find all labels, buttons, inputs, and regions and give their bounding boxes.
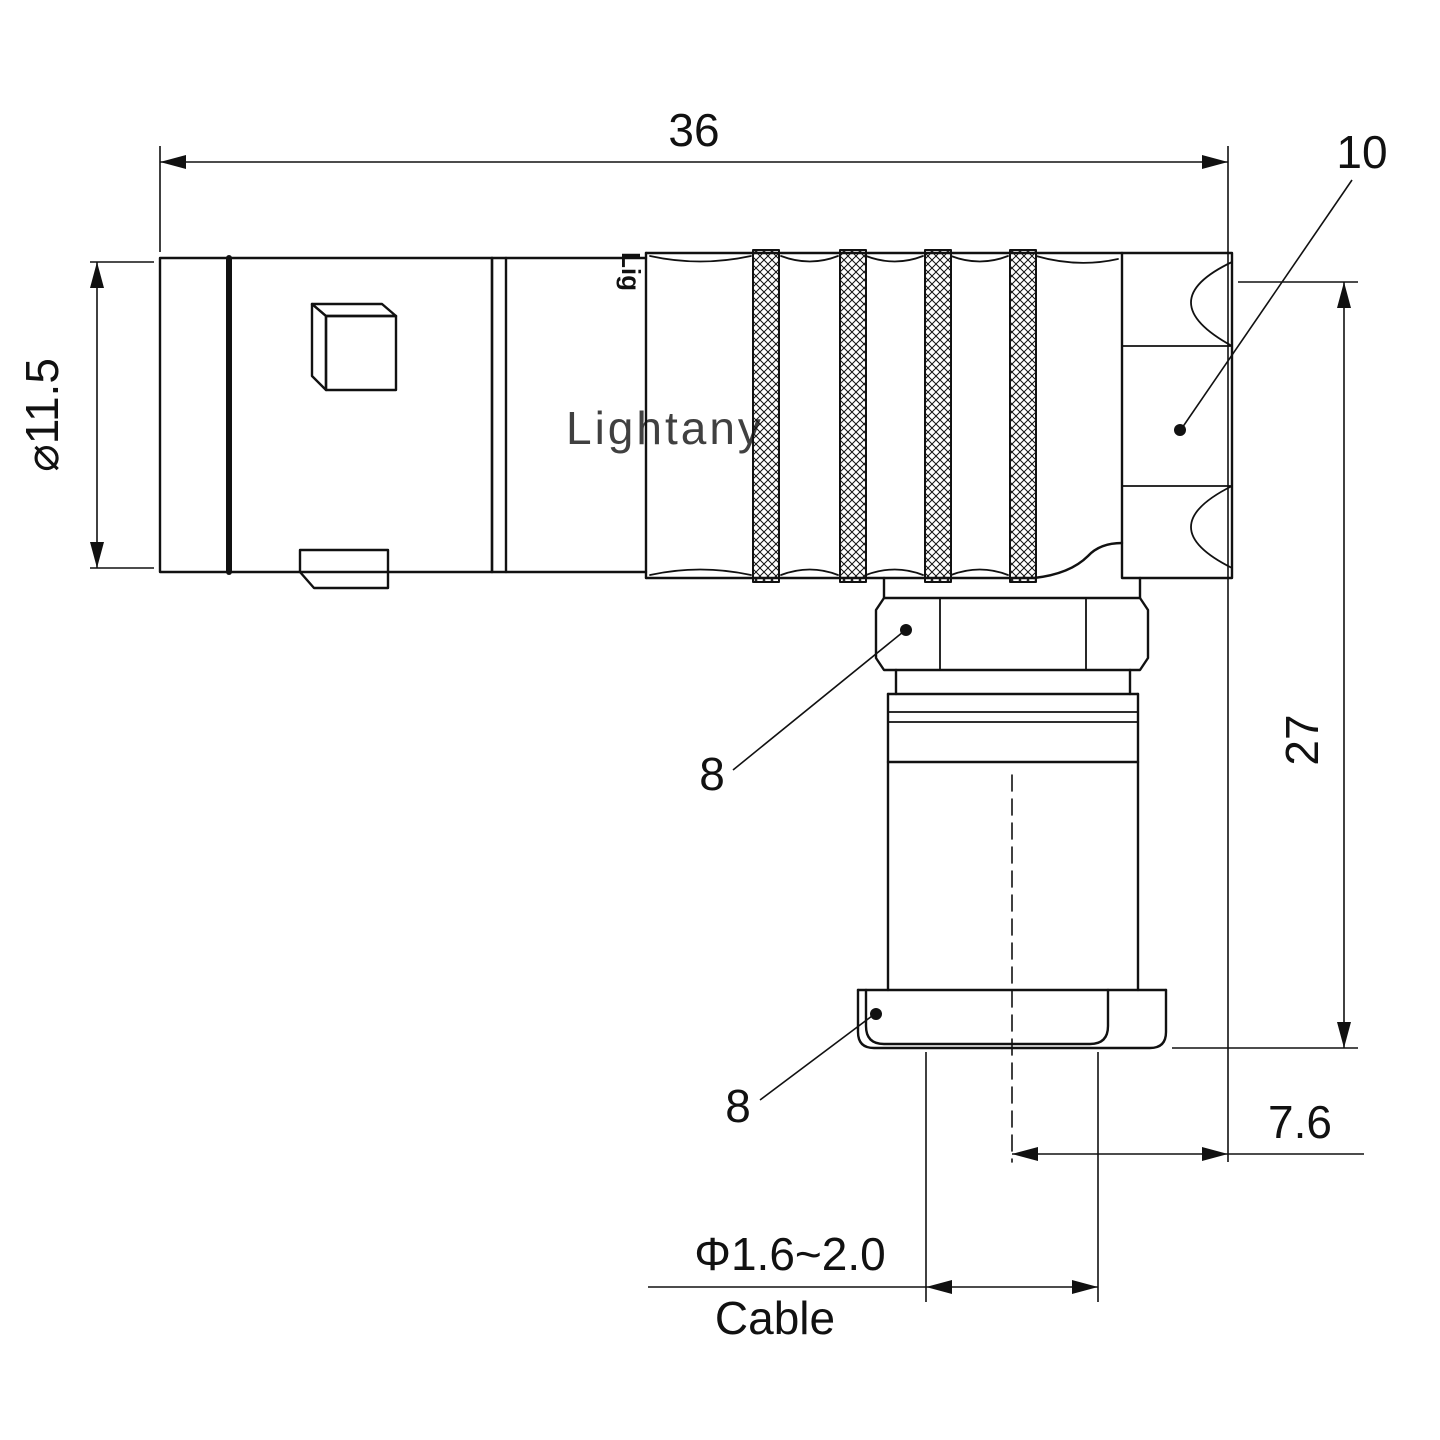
watermark: Lightany (566, 402, 764, 454)
dim-label-8-lower: 8 (725, 1080, 751, 1132)
dim-height: 27 (1172, 281, 1358, 1049)
knurl-band-2 (839, 249, 867, 583)
dim-label-10: 10 (1336, 126, 1387, 178)
rear-hex-nut (1120, 251, 1234, 580)
hex-scallop-bottom (1190, 485, 1233, 569)
knurl-band-4 (1009, 249, 1037, 583)
leader-line (759, 1015, 873, 1101)
key-notch (298, 548, 390, 590)
leader-coupling-nut: 8 (699, 624, 912, 800)
arrowhead (1337, 282, 1351, 308)
knurl-band-3 (924, 249, 952, 583)
arrowhead (160, 155, 186, 169)
arrowhead (1012, 1147, 1038, 1161)
arrowhead (1202, 155, 1228, 169)
leader-line (732, 631, 904, 771)
strain-relief-body (886, 668, 1140, 992)
collar (490, 251, 648, 580)
leader-dot (1174, 424, 1186, 436)
arrowhead (1337, 1022, 1351, 1048)
arrowhead (1072, 1280, 1098, 1294)
dim-offset: 7.6 (1012, 1096, 1364, 1161)
dim-label-27: 27 (1276, 714, 1328, 765)
dim-cable-diameter: Φ1.6~2.0 Cable (648, 1052, 1099, 1344)
dim-label-cable: Cable (715, 1292, 835, 1344)
engraving-text: Lig (616, 252, 646, 291)
connector-side-view (158, 249, 1234, 1163)
elbow-neck (882, 576, 1142, 600)
leader-line (1181, 179, 1353, 429)
dim-label-diameter: ⌀11.5 (16, 358, 68, 472)
latch-window (310, 302, 398, 392)
arrowhead (90, 542, 104, 568)
arrowhead (90, 262, 104, 288)
dim-label-cable-range: Φ1.6~2.0 (694, 1228, 885, 1280)
coupling-hex-nut (874, 596, 1150, 672)
leader-dot (870, 1008, 882, 1020)
leader-clamp-nut: 8 (725, 1008, 882, 1132)
arrowhead (926, 1280, 952, 1294)
knurl-band-1 (752, 249, 780, 583)
dim-hex-width: 10 (1174, 126, 1388, 436)
cable-bushing (864, 988, 1110, 1046)
dim-label-36: 36 (668, 104, 719, 156)
dim-label-7-6: 7.6 (1268, 1096, 1332, 1148)
arrowhead (1202, 1147, 1228, 1161)
dim-front-diameter: ⌀11.5 (16, 261, 154, 569)
hex-scallop-top (1190, 261, 1233, 347)
dimensions: 36 10 ⌀11.5 27 8 (16, 104, 1388, 1344)
leader-dot (900, 624, 912, 636)
dim-label-8-upper: 8 (699, 748, 725, 800)
dim-overall-length: 36 (159, 104, 1229, 1162)
